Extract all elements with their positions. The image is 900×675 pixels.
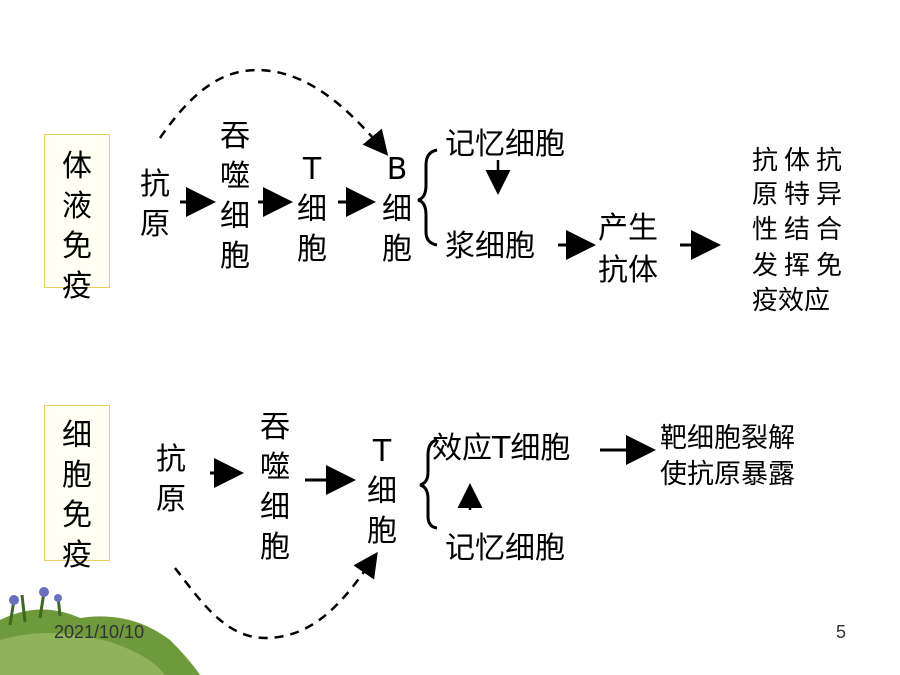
humoral-antibody-label: 抗体 bbox=[598, 253, 658, 288]
footer-date: 2021/10/10 bbox=[54, 622, 145, 642]
humoral-plasma-cell: 浆细胞 bbox=[445, 229, 535, 264]
humoral-immunity-label: 体液免疫 bbox=[62, 149, 92, 304]
humoral-produce-label: 产生 bbox=[598, 211, 658, 246]
cellular-immunity-label-box: 细胞免疫 bbox=[44, 405, 110, 573]
humoral-result-line: 性结合 bbox=[752, 215, 849, 245]
page-number: 5 bbox=[836, 622, 847, 642]
cellular-phagocyte: 吞噬细胞 bbox=[260, 410, 290, 565]
cellular-antigen: 抗原 bbox=[156, 442, 186, 517]
humoral-result-line: 疫效应 bbox=[752, 286, 831, 316]
humoral-result-line: 抗体抗 bbox=[752, 146, 849, 176]
cellular-immunity-label: 细胞免疫 bbox=[62, 418, 92, 573]
dashed-arrow-antigen-to-t-cell bbox=[174, 551, 378, 640]
cellular-effector-t-cell: 效应T细胞 bbox=[432, 431, 571, 466]
brace-t-cell bbox=[419, 438, 438, 530]
humoral-immunity-label-box: 体液免疫 bbox=[44, 134, 110, 304]
humoral-b-cell: B细胞 bbox=[382, 152, 412, 267]
humoral-phagocyte: 吞噬细胞 bbox=[220, 119, 250, 274]
dashed-arrow-antigen-to-b-cell bbox=[158, 68, 389, 156]
humoral-result-line: 原特异 bbox=[752, 180, 849, 210]
humoral-memory-cell: 记忆细胞 bbox=[445, 127, 565, 162]
cellular-result-line: 靶细胞裂解 bbox=[660, 423, 795, 454]
grass-decoration-icon bbox=[0, 587, 200, 675]
cellular-memory-cell: 记忆细胞 bbox=[445, 531, 565, 566]
cellular-t-cell: T细胞 bbox=[367, 434, 397, 549]
humoral-antigen: 抗原 bbox=[140, 167, 170, 242]
humoral-result-line: 发挥免 bbox=[752, 251, 849, 281]
brace-b-cell bbox=[417, 148, 438, 247]
cellular-result-line: 使抗原暴露 bbox=[660, 459, 795, 490]
humoral-t-cell: T细胞 bbox=[297, 152, 327, 267]
